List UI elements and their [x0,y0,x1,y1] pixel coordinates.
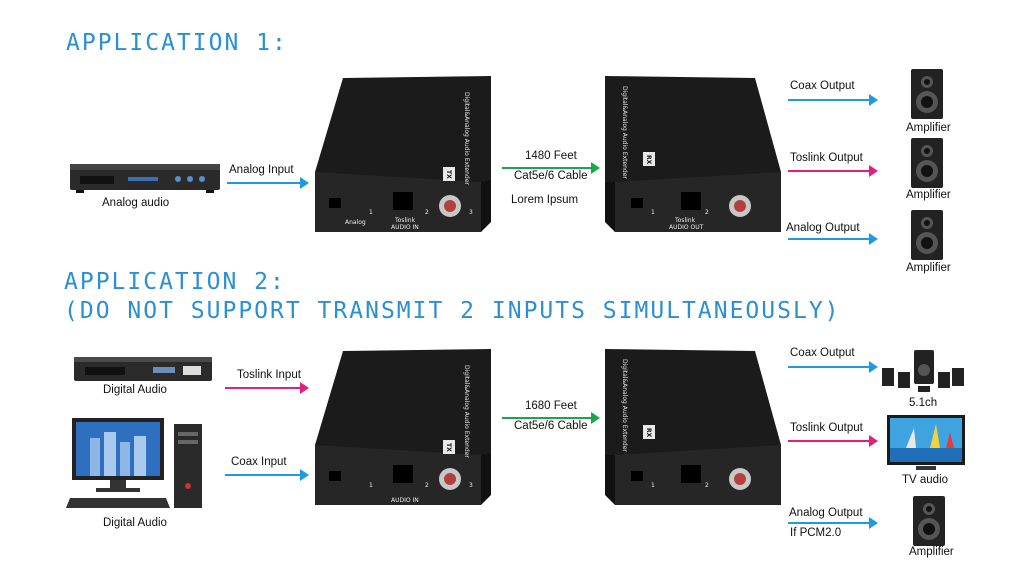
port-3-label: 3 [469,482,473,489]
analog-output-label-1: Analog Output [786,222,860,234]
analog-audio-label: Analog audio [102,197,170,209]
audio-out-label: AUDIO OUT [669,224,704,231]
analog-output-label-2: Analog Output [789,507,863,519]
tx-extender-device-1: Analog 1 Toslink 2 3 AUDIO IN Digital&An… [315,76,491,232]
coax-output-arrow-1 [788,94,878,106]
digital-audio-label-1: Digital Audio [103,384,167,396]
analog-input-arrow [227,177,309,189]
cable-type-2: Cat5e/6 Cable [514,420,588,432]
toslink-input-label: Toslink Input [237,369,301,381]
port-analog-label: Analog [345,219,366,226]
tx-side-text: Digital&Analog Audio Extender [463,365,470,458]
rx-extender-device-1: 1 Toslink 2 AUDIO OUT Digital&Analog Aud… [605,76,781,232]
amplifier-label-1: Amplifier [906,122,951,134]
analog-output-arrow-2 [788,517,878,529]
amplifier-speaker-icon [911,210,943,260]
toslink-output-label-2: Toslink Output [790,422,863,434]
tx-side-text: Digital&Analog Audio Extender [463,92,470,185]
rx-side-text: Digital&Analog Audio Extender [621,359,628,452]
tx-badge: TX [445,170,452,179]
rx-badge: RX [645,155,652,165]
coax-output-label-2: Coax Output [790,347,855,359]
amplifier-label-3: Amplifier [906,262,951,274]
port-2-label: 2 [425,209,429,216]
cable-length-1: 1480 Feet [525,150,577,162]
rx-extender-device-2: 1 2 Digital&Analog Audio Extender RX [605,349,781,505]
pcm-note-label: If PCM2.0 [790,527,842,539]
port-2-label: 2 [705,482,709,489]
port-1-label: 1 [369,482,373,489]
tv-icon [887,415,965,470]
cable-type-1: Cat5e/6 Cable [514,170,588,182]
coax-input-label: Coax Input [231,456,287,468]
toslink-input-arrow [225,382,309,394]
toslink-output-label-1: Toslink Output [790,152,863,164]
analog-audio-player-icon [70,164,220,193]
amplifier-label-2: Amplifier [906,189,951,201]
computer-icon [66,418,202,508]
amplifier-speaker-icon [913,496,945,546]
coax-output-arrow-2 [788,361,878,373]
port-1-label: 1 [651,209,655,216]
audio-in-label: AUDIO IN [391,224,419,231]
note-label: Lorem Ipsum [511,194,579,206]
surround-label: 5.1ch [909,397,938,409]
port-2-label: 2 [705,209,709,216]
app2-subtitle: (DO NOT SUPPORT TRANSMIT 2 INPUTS SIMULT… [64,298,841,324]
port-toslink-label: Toslink [674,217,696,224]
toslink-output-arrow-2 [788,435,878,447]
surround-speaker-set-icon [882,350,964,392]
link-arrow-1 [502,162,600,174]
app1-title: APPLICATION 1: [66,30,288,56]
amplifier-label-4: Amplifier [909,546,954,558]
analog-input-label: Analog Input [229,164,294,176]
rx-badge: RX [645,428,652,438]
tv-audio-label: TV audio [902,474,949,486]
coax-output-label-1: Coax Output [790,80,855,92]
port-2-label: 2 [425,482,429,489]
port-toslink-label: Toslink [394,217,416,224]
port-1-label: 1 [369,209,373,216]
toslink-output-arrow-1 [788,165,878,177]
analog-output-arrow-1 [788,233,878,245]
amplifier-speaker-icon [911,138,943,188]
cable-length-2: 1680 Feet [525,400,577,412]
link-arrow-2 [502,412,600,424]
audio-in-label: AUDIO IN [391,497,419,504]
rx-side-text: Digital&Analog Audio Extender [621,86,628,179]
digital-audio-player-icon [74,357,212,381]
amplifier-speaker-icon [911,69,943,119]
tx-extender-device-2: 1 2 3 AUDIO IN Digital&Analog Audio Exte… [315,349,491,505]
coax-input-arrow [225,469,309,481]
tx-badge: TX [445,443,452,452]
port-1-label: 1 [651,482,655,489]
digital-audio-label-2: Digital Audio [103,517,167,529]
port-3-label: 3 [469,209,473,216]
app2-title: APPLICATION 2: [64,269,286,295]
